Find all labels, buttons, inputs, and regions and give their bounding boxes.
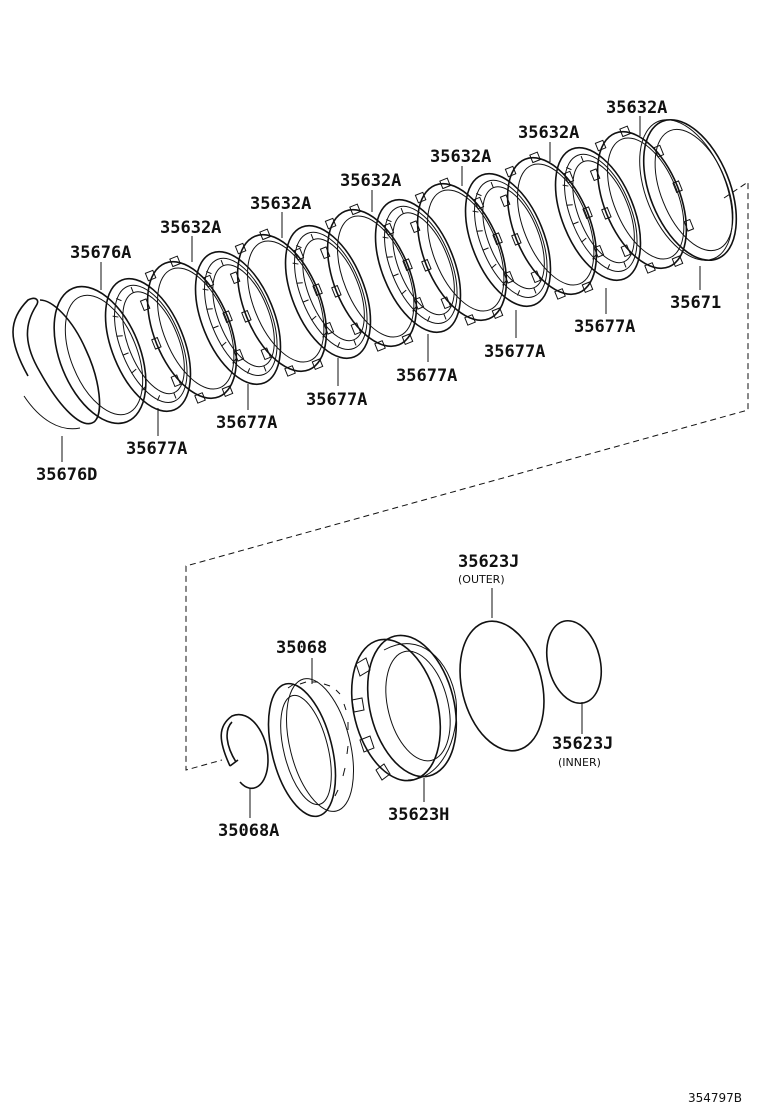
return-spring-35068 xyxy=(267,678,354,818)
note-inner: (INNER) xyxy=(558,756,601,769)
label-35632A-1: 35632A xyxy=(160,218,221,238)
label-35623J-inner: 35623J xyxy=(552,734,613,754)
pressure-plate-35676A xyxy=(53,285,147,425)
label-35632A-2: 35632A xyxy=(250,194,311,214)
label-35676D: 35676D xyxy=(36,465,97,485)
snap-ring-35068A xyxy=(220,713,269,789)
o-ring-inner-35623J xyxy=(546,619,602,705)
label-35632A-3: 35632A xyxy=(340,171,401,191)
label-35677A-1: 35677A xyxy=(126,439,187,459)
flange-plate-35671 xyxy=(639,118,738,262)
piston-35623H xyxy=(350,634,458,782)
label-35677A-5: 35677A xyxy=(484,342,545,362)
label-35677A-4: 35677A xyxy=(396,366,457,386)
diagram-code: 354797B xyxy=(688,1091,742,1105)
label-35068: 35068 xyxy=(276,638,327,658)
label-35677A-2: 35677A xyxy=(216,413,277,433)
label-35632A-6: 35632A xyxy=(606,98,667,118)
snap-ring-35676D xyxy=(12,297,101,425)
label-35677A-6: 35677A xyxy=(574,317,635,337)
label-35671: 35671 xyxy=(670,293,721,313)
leader-lines-bottom xyxy=(249,588,583,818)
assembly-dashed-line xyxy=(185,181,749,771)
note-outer: (OUTER) xyxy=(458,573,505,586)
o-ring-outer-35623J xyxy=(459,620,545,752)
label-35632A-5: 35632A xyxy=(518,123,579,143)
label-35068A: 35068A xyxy=(218,821,279,841)
clutch-stack xyxy=(12,115,738,430)
leader-lines-top xyxy=(61,116,701,462)
label-35677A-3: 35677A xyxy=(306,390,367,410)
label-35623H: 35623H xyxy=(388,805,449,825)
label-35632A-4: 35632A xyxy=(430,147,491,167)
label-35676A: 35676A xyxy=(70,243,131,263)
label-35623J-outer: 35623J xyxy=(458,552,519,572)
